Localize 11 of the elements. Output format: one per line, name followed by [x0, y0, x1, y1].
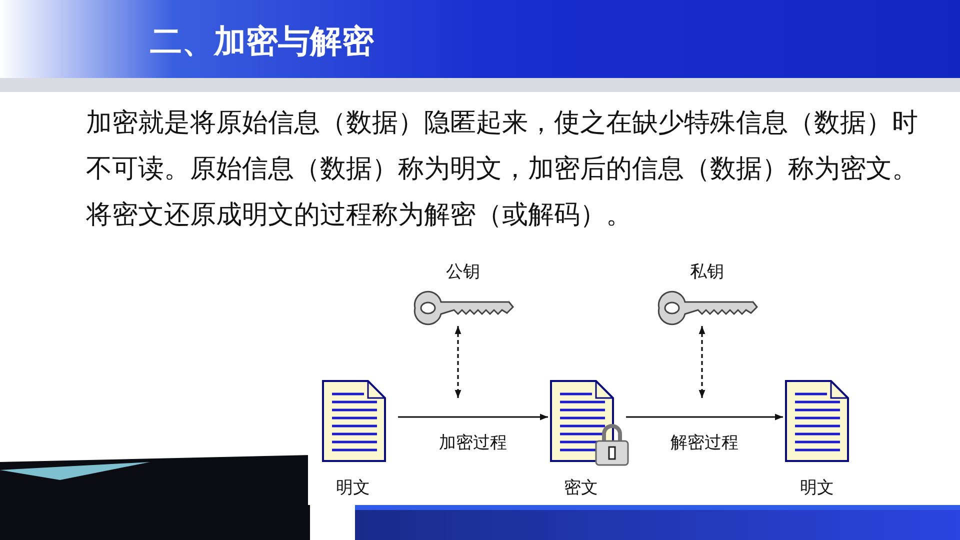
node-label: 明文	[800, 477, 834, 499]
node-label: 明文	[336, 477, 370, 499]
node-label: 公钥	[446, 261, 480, 283]
node-label: 私钥	[690, 261, 724, 283]
arrow	[398, 414, 548, 420]
dashed-arrow	[698, 326, 706, 398]
node-label: 密文	[564, 477, 598, 499]
dashed-arrow	[454, 326, 462, 398]
slide-title: 二、加密与解密	[150, 21, 374, 62]
body-paragraph: 加密就是将原始信息（数据）隐匿起来，使之在缺少特殊信息（数据）时不可读。原始信息（数据）称为明文，加密后的信息（数据）称为密文。将密文还原成明文的过程称为解密（或解码）。	[86, 107, 919, 232]
arrow	[626, 414, 783, 420]
